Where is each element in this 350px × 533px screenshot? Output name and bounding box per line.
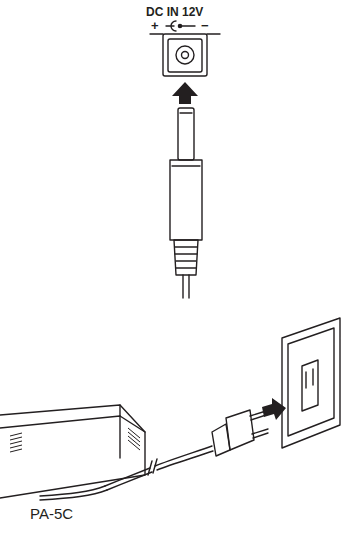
polarity-minus: − bbox=[201, 19, 209, 32]
adapter-model: PA-5C bbox=[30, 506, 73, 521]
jack-rating: DC IN 12V bbox=[146, 6, 203, 18]
polarity-plus: + bbox=[151, 19, 159, 32]
